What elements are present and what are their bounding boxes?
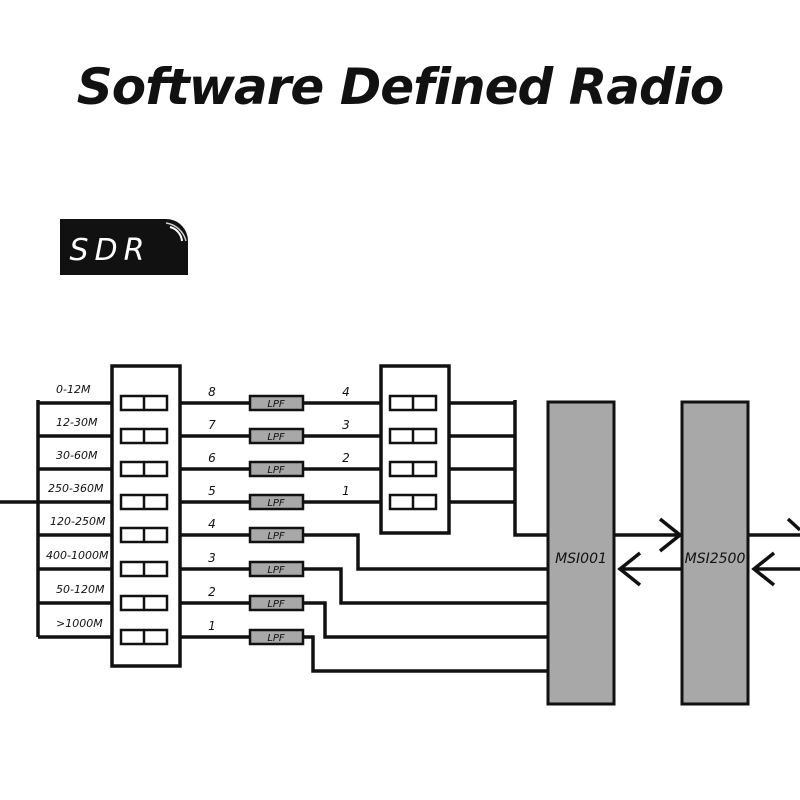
lpf-label: LPF (267, 633, 285, 644)
switch-number: 3 (208, 551, 216, 565)
lpf-label: LPF (267, 432, 285, 443)
sdr-badge-text: SDR (70, 233, 151, 268)
switch-number: 7 (208, 418, 216, 432)
lpf-block (248, 394, 305, 412)
band-label: 12-30M (56, 416, 98, 429)
arrow-right-head (658, 517, 683, 553)
edge-arrow-head (786, 517, 800, 532)
chip-msi001-label: MSI001 (555, 551, 607, 567)
switch2-number: 3 (342, 418, 350, 432)
sdr-badge: SDR (60, 219, 188, 275)
band-label: 0-12M (56, 383, 91, 396)
lpf-label: LPF (267, 399, 285, 410)
lpf-label: LPF (267, 531, 285, 542)
route-line (303, 601, 548, 639)
lpf-label: LPF (267, 565, 285, 576)
edge-arrow-head (751, 551, 776, 587)
lpf-label: LPF (267, 465, 285, 476)
chip-msi2500 (680, 400, 750, 706)
switch2-number: 1 (342, 484, 350, 498)
switch2-number: 2 (342, 451, 350, 465)
switch-number: 5 (208, 484, 216, 498)
switch2-number: 4 (342, 385, 350, 399)
lpf-block (248, 427, 305, 445)
switch-number: 2 (208, 585, 216, 599)
route-line (303, 635, 548, 673)
chip-msi001 (546, 400, 616, 706)
lpf-block (248, 560, 305, 578)
lpf-block (248, 493, 305, 511)
switch-bank-left (110, 364, 182, 668)
switch2-bus (513, 400, 548, 537)
page-title: Software Defined Radio (76, 58, 724, 116)
chip-msi2500-label: MSI2500 (685, 551, 746, 567)
lpf-block (248, 628, 305, 646)
band-label: 250-360M (48, 482, 104, 495)
switch-number: 6 (208, 451, 216, 465)
lpf-label: LPF (267, 599, 285, 610)
band-label: >1000M (56, 617, 103, 630)
lpf-block (248, 594, 305, 612)
lpf-block (248, 526, 305, 544)
route-line (303, 567, 548, 605)
switch-number: 4 (208, 517, 216, 531)
switch-number: 8 (208, 385, 216, 399)
lpf-label: LPF (267, 498, 285, 509)
band-label: 30-60M (56, 449, 98, 462)
band-label: 120-250M (50, 515, 106, 528)
arrow-left-head (617, 551, 642, 587)
band-label: 50-120M (56, 583, 105, 596)
route-line (303, 533, 548, 571)
switch-number: 1 (208, 619, 216, 633)
lpf-block (248, 460, 305, 478)
band-label: 400-1000M (46, 549, 109, 562)
